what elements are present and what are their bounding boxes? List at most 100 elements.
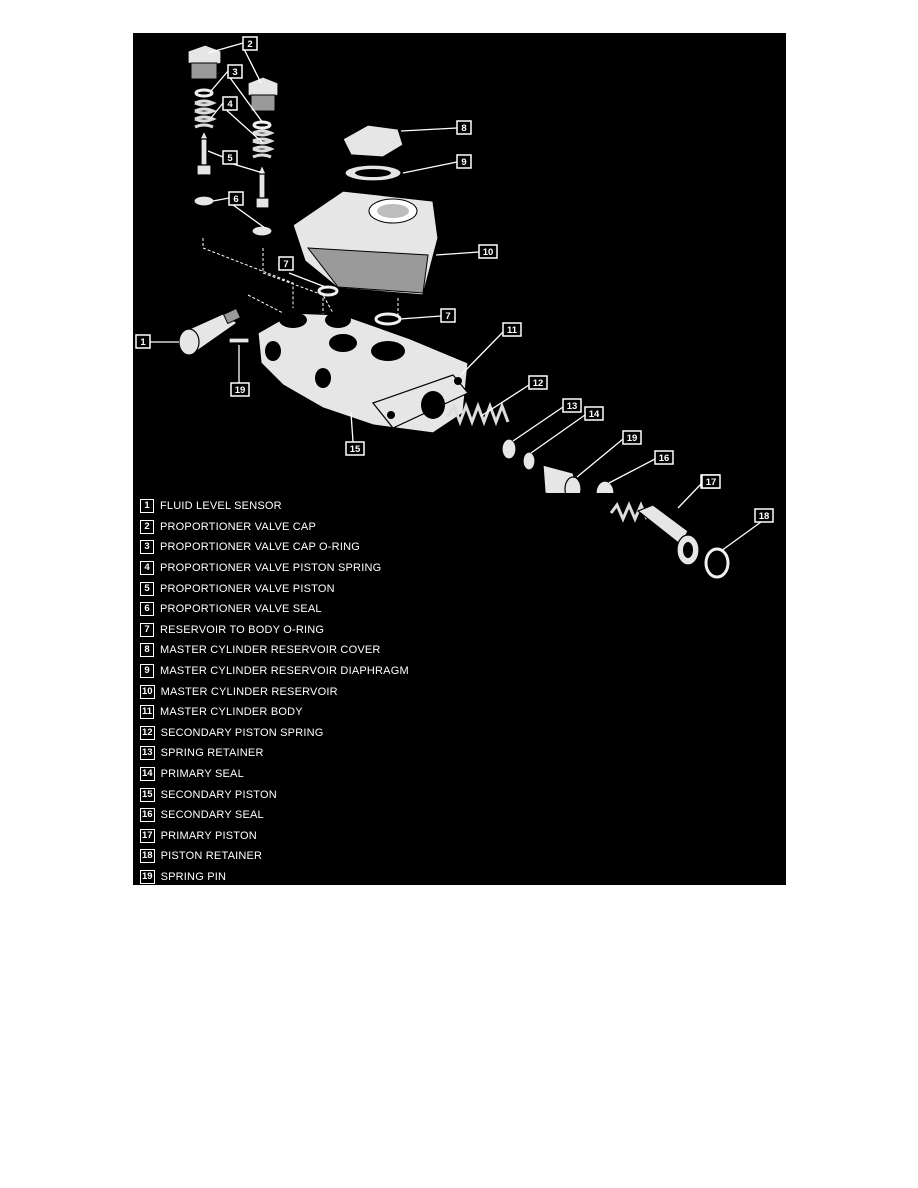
legend-number-box: 6 <box>140 602 154 617</box>
callout-10: 10 <box>478 244 498 259</box>
callout-12: 12 <box>528 375 548 390</box>
callout-number: 19 <box>627 433 638 444</box>
callout-number: 18 <box>759 511 770 522</box>
legend-label: RESERVOIR TO BODY O-RING <box>160 623 325 636</box>
legend-number-box: 17 <box>140 828 155 843</box>
legend-label: PISTON RETAINER <box>160 850 263 863</box>
callout-leader-line <box>720 521 762 552</box>
legend-number-box: 10 <box>140 684 155 699</box>
callout-number: 15 <box>350 444 361 455</box>
callout-number: 17 <box>706 477 717 488</box>
callout-leader-line <box>210 70 229 92</box>
callout-leader-line <box>242 46 262 84</box>
legend-item: 18 PISTON RETAINER <box>140 846 560 867</box>
callout-leader-line <box>512 406 564 442</box>
legend-number-box: 4 <box>140 561 154 576</box>
callout-19: 19 <box>230 382 250 397</box>
callout-number: 2 <box>247 39 252 50</box>
legend-item: 2 PROPORTIONER VALVE CAP <box>140 517 560 538</box>
callout-number: 11 <box>507 325 518 336</box>
legend-item: 11 MASTER CYLINDER BODY <box>140 702 560 723</box>
secondary-piston <box>542 464 582 493</box>
legend-label: PRIMARY SEAL <box>160 768 244 781</box>
spring-pin-left <box>228 337 250 344</box>
piston-retainer <box>704 547 730 579</box>
legend-number-box: 15 <box>140 787 155 802</box>
callout-number: 14 <box>589 409 600 420</box>
callout-number: 19 <box>235 385 246 396</box>
legend-item: 17 PRIMARY PISTON <box>140 826 560 847</box>
callout-14: 14 <box>584 406 604 421</box>
callout-leader-line <box>480 384 530 417</box>
reservoir-cover <box>342 124 404 182</box>
spring-retainer <box>501 438 517 460</box>
master-cylinder-body <box>257 312 469 434</box>
proportioner-valve-stack-right <box>247 76 279 237</box>
legend-label: PROPORTIONER VALVE CAP O-RING <box>160 541 360 554</box>
legend-item: 14 PRIMARY SEAL <box>140 764 560 785</box>
primary-seal <box>522 451 536 471</box>
legend-number-box: 14 <box>140 767 155 782</box>
legend-number-box: 9 <box>140 664 154 679</box>
legend-number-box: 13 <box>140 746 155 761</box>
legend-number-box: 18 <box>140 849 155 864</box>
callout-leader-line <box>399 315 442 320</box>
callout-6: 6 <box>228 191 244 206</box>
legend-label: PRIMARY PISTON <box>160 829 257 842</box>
callout-leader-line <box>576 438 624 478</box>
callout-number: 9 <box>461 157 466 168</box>
callout-leader-line <box>227 74 264 124</box>
legend-label: MASTER CYLINDER RESERVOIR DIAPHRAGM <box>160 665 409 678</box>
legend-label: FLUID LEVEL SENSOR <box>160 500 282 513</box>
primary-piston <box>609 501 700 566</box>
legend-number-box: 19 <box>140 869 155 884</box>
secondary-piston-spring <box>446 401 510 427</box>
legend-label: MASTER CYLINDER BODY <box>160 706 303 719</box>
o-ring-right <box>374 312 402 326</box>
callout-leader-line <box>212 197 230 202</box>
callout-leader-line <box>228 201 266 229</box>
legend-number-box: 7 <box>140 622 154 637</box>
callout-number: 7 <box>283 259 288 270</box>
callout-leader-line <box>677 482 703 509</box>
legend-label: SECONDARY SEAL <box>160 809 264 822</box>
callout-19: 19 <box>622 430 642 445</box>
callout-number: 4 <box>227 99 233 110</box>
callout-number: 13 <box>567 401 578 412</box>
legend-number-box: 1 <box>140 499 154 514</box>
callout-leader-line <box>207 42 244 54</box>
legend-number-box: 11 <box>140 705 155 720</box>
callout-number: 12 <box>533 378 544 389</box>
callout-2: 2 <box>242 36 258 51</box>
callout-18: 18 <box>754 508 774 523</box>
callout-leader-line <box>207 150 224 158</box>
legend-number-box: 2 <box>140 519 154 534</box>
callout-15: 15 <box>345 441 365 456</box>
callout-number: 6 <box>233 194 238 205</box>
legend-label: PROPORTIONER VALVE CAP <box>160 520 316 533</box>
legend-label: SECONDARY PISTON SPRING <box>160 726 324 739</box>
legend-label: SPRING PIN <box>160 870 227 883</box>
callout-leader-line <box>460 331 504 376</box>
callout-leader-line <box>435 251 480 256</box>
legend-item: 9 MASTER CYLINDER RESERVOIR DIAPHRAGM <box>140 661 560 682</box>
callout-17: 17 <box>701 474 721 489</box>
callout-7: 7 <box>278 256 294 271</box>
callout-leader-line <box>222 106 264 144</box>
callout-leader-line <box>608 458 656 484</box>
legend-label: MASTER CYLINDER RESERVOIR <box>160 685 338 698</box>
callout-11: 11 <box>502 322 522 337</box>
callout-4: 4 <box>222 96 238 111</box>
callout-number: 8 <box>461 123 466 134</box>
